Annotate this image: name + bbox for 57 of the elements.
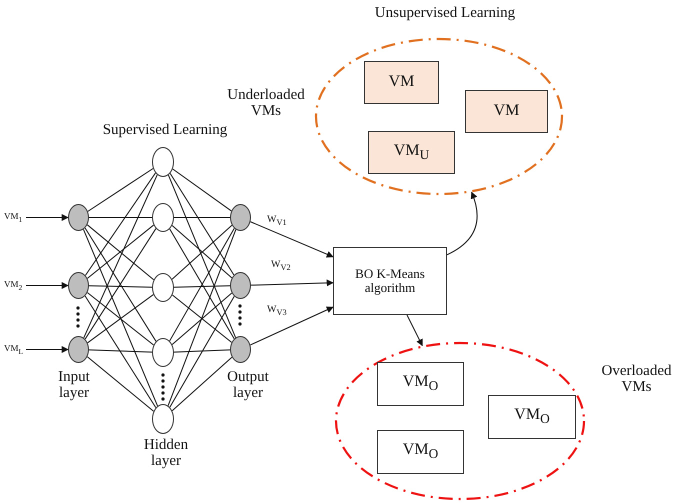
vm-box: VM$_{O}$: [377, 430, 464, 474]
vm-box: VM: [465, 90, 548, 133]
layer-label: Hidden layer: [142, 438, 190, 470]
connection-line: [174, 349, 230, 353]
connection-line: [83, 174, 158, 338]
vm-box: VM$_{U}$: [368, 131, 455, 174]
cluster-caption: Underloaded VMs: [226, 88, 306, 120]
connection-line: [172, 356, 232, 412]
connection-line: [88, 285, 152, 288]
arrow: [250, 279, 334, 286]
connection-line: [174, 285, 230, 288]
neuron-circle: [68, 336, 89, 363]
neuron-circle: [230, 204, 251, 231]
connection-line: [174, 217, 230, 218]
connection-line: [169, 296, 235, 408]
algorithm-box: BO K-Means algorithm: [333, 247, 447, 315]
vm-box: VM$_{O}$: [377, 362, 464, 406]
input-label: VM$_{2}$: [4, 280, 22, 292]
neuron-circle: [152, 203, 174, 232]
neuron-circle: [230, 336, 251, 363]
neuron-circle: [152, 273, 174, 302]
input-label: VM$_{L}$: [4, 344, 24, 356]
connection-line: [168, 229, 236, 406]
section-title: Unsupervised Learning: [374, 6, 516, 22]
connection-line: [172, 168, 232, 212]
neuron-circle: [152, 404, 174, 434]
connection-line: [86, 356, 154, 412]
arrow: [26, 346, 69, 353]
arrow: [446, 192, 478, 256]
connection-line: [88, 349, 152, 353]
connection-line: [87, 168, 154, 212]
neuron-circle: [68, 204, 89, 231]
connection-line: [88, 217, 152, 218]
arrow: [26, 282, 69, 289]
section-title: Supervised Learning: [102, 123, 228, 139]
connection-line: [168, 174, 236, 338]
layer-label: Input layer: [57, 370, 91, 402]
neuron-circle: [68, 272, 89, 299]
input-label: VM$_{1}$: [4, 212, 22, 224]
weight-label: W$_{V1}$: [266, 215, 288, 228]
arrow: [250, 306, 334, 346]
layer-label: Output layer: [226, 370, 270, 402]
connection-line: [84, 172, 156, 276]
neuron-circle: [152, 147, 174, 177]
weight-label: W$_{V2}$: [270, 260, 292, 272]
neuron-circle: [230, 272, 251, 299]
connection-line: [84, 295, 156, 408]
vm-box: VM: [364, 61, 439, 104]
cluster-caption: Overloaded VMs: [600, 364, 672, 396]
arrow: [250, 221, 334, 258]
arrow: [26, 214, 69, 221]
vm-box: VM$_{O}$: [488, 395, 576, 439]
connection-line: [82, 228, 158, 406]
weight-label: W$_{V3}$: [266, 305, 288, 318]
neuron-circle: [152, 338, 174, 367]
connection-line: [170, 172, 234, 276]
arrow: [406, 314, 423, 346]
